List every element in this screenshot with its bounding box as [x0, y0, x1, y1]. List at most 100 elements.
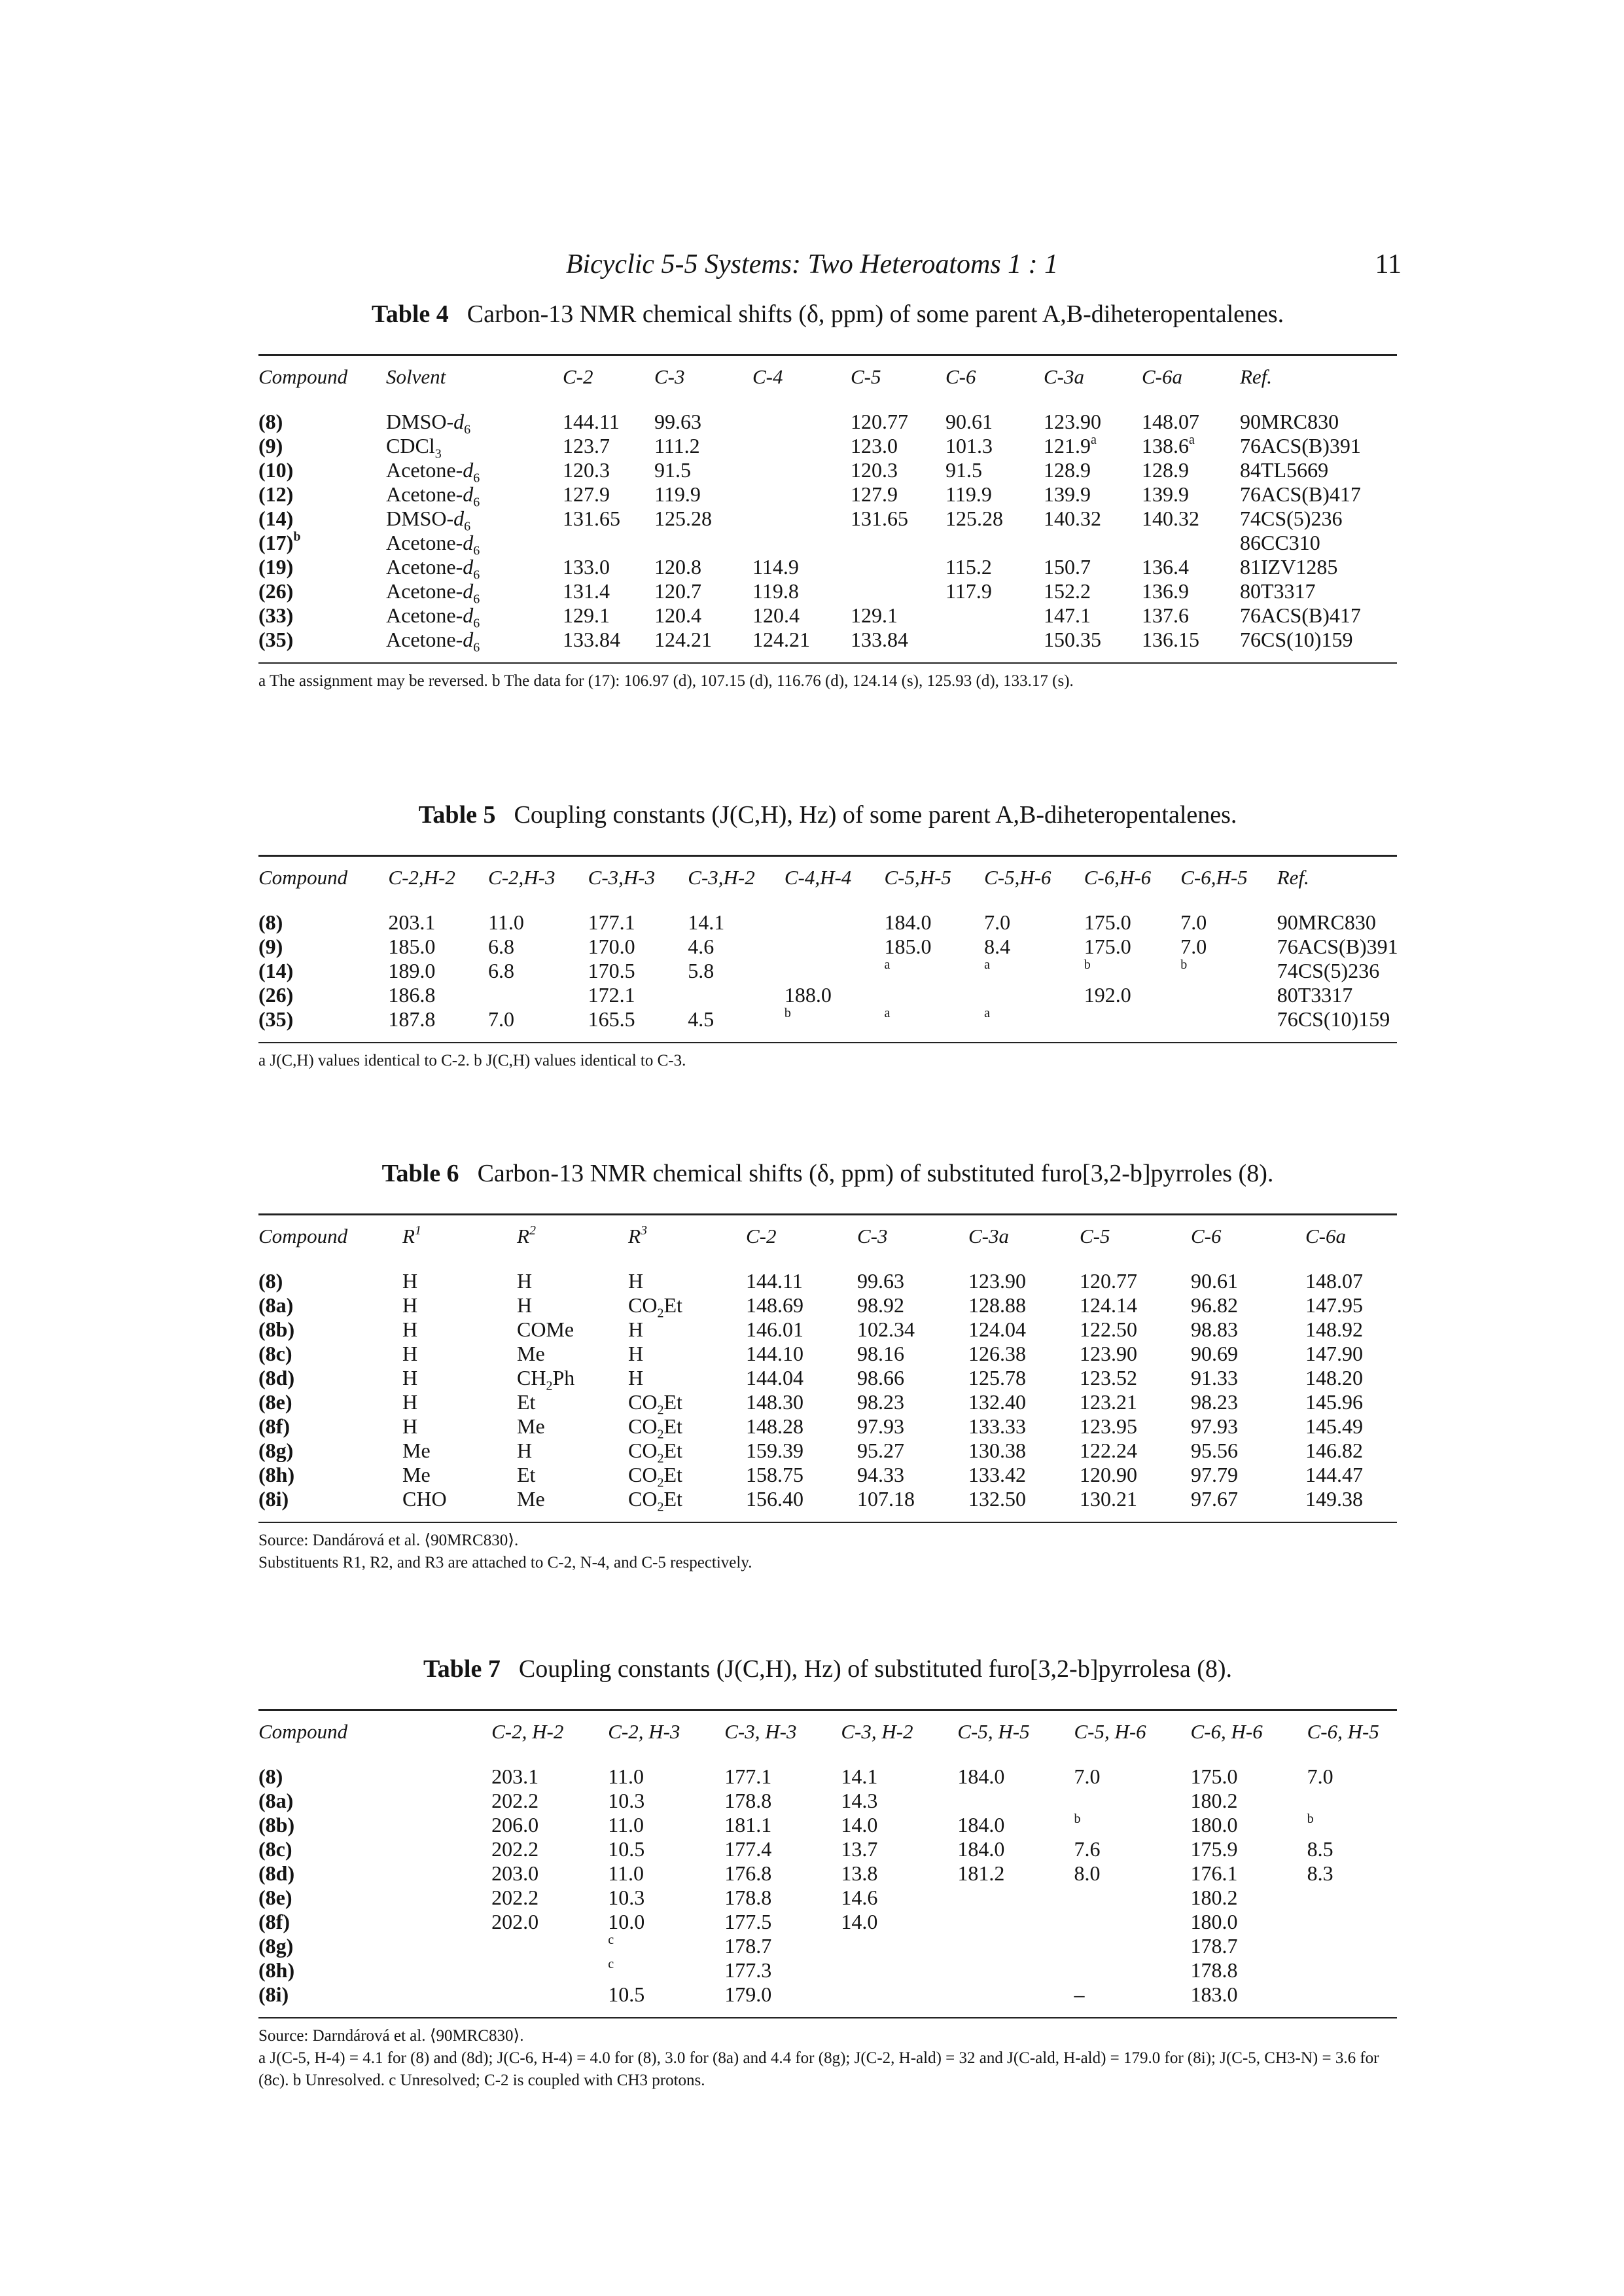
table-cell: Et [517, 1390, 536, 1414]
table-cell: COMe [517, 1318, 574, 1341]
bottom-rule [258, 1042, 1397, 1043]
table-cell: 175.0 [1084, 910, 1131, 934]
table-cell [1074, 1886, 1190, 1910]
table-cell [1074, 1934, 1190, 1958]
table-cell: 203.0 [491, 1861, 539, 1885]
table-cell: 8.3 [1307, 1861, 1333, 1885]
table-cell: 128.9 [1044, 458, 1091, 482]
column-header: C-6, H-6 [1190, 1720, 1263, 1743]
compound-cell: (8a) [258, 1789, 294, 1812]
compound-cell: (8c) [258, 1342, 292, 1365]
table-cell: 131.65 [563, 507, 620, 530]
table-cell: H [517, 1293, 533, 1317]
compound-cell: (8b) [258, 1813, 295, 1837]
table-cell: 202.0 [491, 1910, 539, 1933]
table-cell: 8.4 [984, 935, 1011, 958]
table-cell: 14.3 [841, 1789, 878, 1812]
table-cell: 129.1 [563, 603, 610, 627]
table-cell: 14.0 [841, 1813, 878, 1837]
compound-cell: (8h) [258, 1958, 295, 1982]
table-cell: 90.61 [945, 410, 993, 433]
table-cell: 156.40 [746, 1487, 803, 1511]
table-cell: 119.9 [654, 482, 701, 506]
column-header: C-2,H-3 [488, 866, 556, 889]
table-cell: 122.24 [1080, 1439, 1137, 1462]
table-cell: 150.7 [1044, 555, 1091, 579]
table-cell: a [984, 1006, 990, 1021]
table-cell: 147.1 [1044, 603, 1091, 627]
table-cell: H [402, 1414, 418, 1438]
table-cell: 7.0 [984, 910, 1011, 934]
table-cell: 187.8 [388, 1007, 436, 1031]
table-cell [488, 983, 588, 1007]
table-cell: 133.42 [968, 1463, 1026, 1486]
column-header: C-5 [851, 365, 881, 388]
table-cell: 128.88 [968, 1293, 1026, 1317]
caption-text: Carbon-13 NMR chemical shifts (δ, ppm) o… [477, 1160, 1274, 1187]
source-text: Source: Dandárová et al. ⟨90MRC830⟩. [258, 1532, 519, 1549]
table-cell: 131.4 [563, 579, 610, 603]
table-cell [491, 1982, 608, 2017]
table-cell: 148.92 [1305, 1318, 1363, 1341]
table-cell: 178.8 [724, 1886, 772, 1909]
table-cell [1307, 1910, 1397, 1934]
table-cell: 76ACS(B)391 [1277, 935, 1398, 958]
table-cell [1180, 1007, 1277, 1042]
table-cell: 74CS(5)236 [1277, 959, 1380, 982]
table-cell: 14.1 [841, 1765, 878, 1788]
table-cell: Me [402, 1463, 431, 1486]
table-cell: c [608, 1957, 614, 1972]
table-cell: 202.2 [491, 1886, 539, 1909]
table-cell: 80T3317 [1277, 983, 1353, 1007]
column-header: C-3, H-3 [724, 1720, 797, 1743]
table-cell: 120.4 [654, 603, 701, 627]
table-cell: 184.0 [957, 1837, 1005, 1861]
table-cell: 120.7 [654, 579, 701, 603]
compound-cell: (8b) [258, 1318, 295, 1341]
table-cell: 177.3 [724, 1958, 772, 1982]
table-cell: H [517, 1269, 533, 1293]
table-cell: 133.84 [851, 628, 908, 651]
table-cell [957, 1958, 1074, 1982]
table-cell: Acetone-d6 [386, 531, 480, 558]
table-cell: H [628, 1318, 644, 1341]
compound-cell: (8g) [258, 1934, 294, 1958]
table-cell: 120.3 [563, 458, 610, 482]
table-cell: 123.0 [851, 434, 898, 457]
table-cell: 130.38 [968, 1439, 1026, 1462]
table-cell: 123.90 [968, 1269, 1026, 1293]
table-cell: 181.1 [724, 1813, 772, 1837]
table-cell: 170.0 [588, 935, 635, 958]
column-header: C-2, H-2 [491, 1720, 564, 1743]
table-cell: Acetone-d6 [386, 603, 480, 631]
table-cell: 114.9 [752, 555, 799, 579]
column-header: C-2 [746, 1225, 777, 1247]
table-cell: H [402, 1293, 418, 1317]
table-cell: 94.33 [857, 1463, 904, 1486]
table-cell [491, 1934, 608, 1958]
compound-cell: (8d) [258, 1861, 295, 1885]
table-cell: 159.39 [746, 1439, 803, 1462]
table-cell: 86CC310 [1240, 531, 1320, 554]
table-cell: 4.5 [688, 1007, 715, 1031]
table-label: Table 7 [423, 1655, 501, 1683]
table-cell: b [1074, 1812, 1081, 1827]
table-cell [752, 434, 851, 458]
table-cell: 125.78 [968, 1366, 1026, 1390]
table-cell: 147.90 [1305, 1342, 1363, 1365]
compound-cell: (8g) [258, 1439, 294, 1462]
table-cell [1307, 1982, 1397, 2017]
column-header: C-3, H-2 [841, 1720, 913, 1743]
